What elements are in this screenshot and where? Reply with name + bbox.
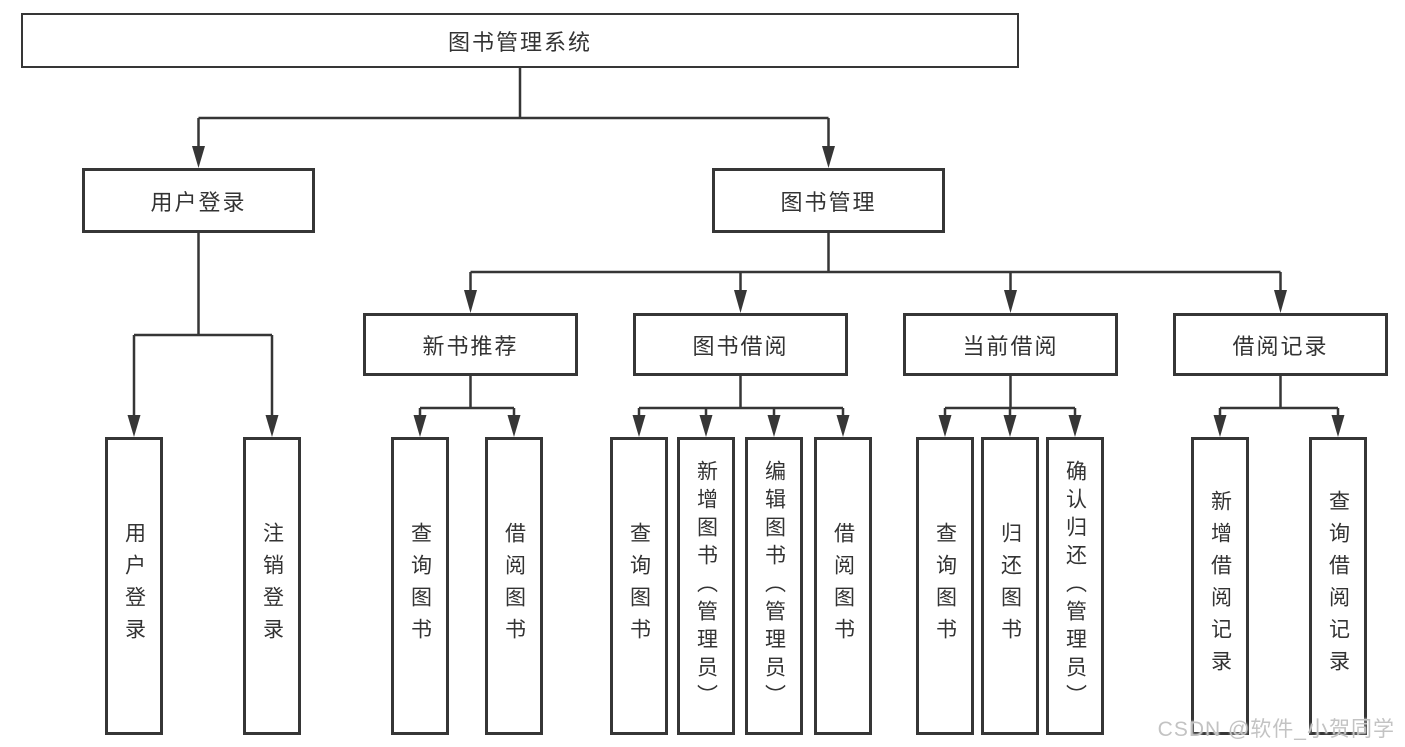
leaf-logout: 注销登录 bbox=[243, 437, 301, 735]
watermark: CSDN @软件_小贺同学 bbox=[1157, 718, 1395, 741]
node-current-borrow: 当前借阅 bbox=[903, 313, 1118, 376]
leaf-edit-book-admin: 编辑图书（管理员） bbox=[745, 437, 803, 735]
leaf-borrow-book-recommend: 借阅图书 bbox=[485, 437, 543, 735]
node-root-library-system: 图书管理系统 bbox=[21, 13, 1019, 68]
leaf-add-book-admin: 新增图书（管理员） bbox=[677, 437, 735, 735]
leaf-borrow-book: 借阅图书 bbox=[814, 437, 872, 735]
leaf-return-book: 归还图书 bbox=[981, 437, 1039, 735]
node-book-borrow: 图书借阅 bbox=[633, 313, 848, 376]
node-user-login: 用户登录 bbox=[82, 168, 315, 233]
leaf-query-borrow-record: 查询借阅记录 bbox=[1309, 437, 1367, 735]
leaf-query-book-current: 查询图书 bbox=[916, 437, 974, 735]
leaf-query-book-recommend: 查询图书 bbox=[391, 437, 449, 735]
node-borrow-records: 借阅记录 bbox=[1173, 313, 1388, 376]
node-new-book-recommend: 新书推荐 bbox=[363, 313, 578, 376]
leaf-confirm-return-admin: 确认归还（管理员） bbox=[1046, 437, 1104, 735]
node-book-management: 图书管理 bbox=[712, 168, 945, 233]
leaf-user-login: 用户登录 bbox=[105, 437, 163, 735]
leaf-query-book-borrow: 查询图书 bbox=[610, 437, 668, 735]
leaf-add-borrow-record: 新增借阅记录 bbox=[1191, 437, 1249, 735]
